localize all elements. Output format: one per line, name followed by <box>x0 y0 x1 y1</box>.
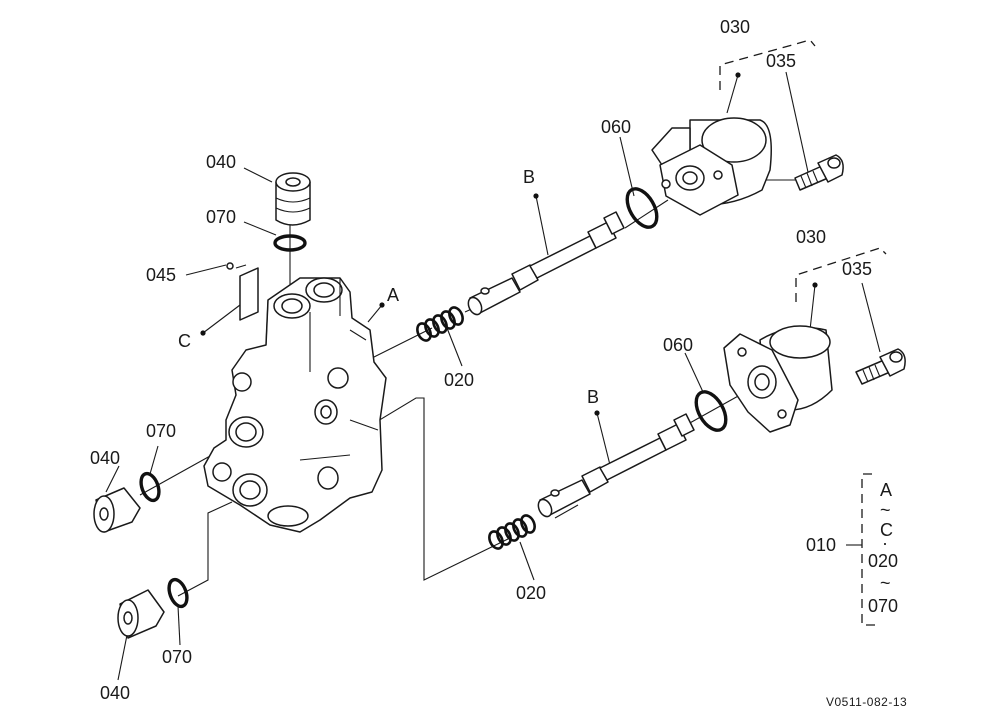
o-ring-070-top <box>273 234 307 252</box>
o-ring-070-bottom <box>167 577 189 609</box>
plug-040-bottom <box>117 589 165 639</box>
callout-045: 045 <box>146 265 177 285</box>
callout-c: C <box>178 331 191 351</box>
legend-line-020: 020 <box>868 551 899 571</box>
spool-bottom <box>537 413 695 518</box>
callout-040-bottom: 040 <box>100 683 131 703</box>
callout-030-top: 030 <box>720 17 751 37</box>
plug-040-left <box>93 487 141 533</box>
plug-040-top <box>275 172 311 226</box>
legend-line-c: C <box>880 520 893 540</box>
callout-b-mid: B <box>587 387 600 407</box>
bracket-010 <box>861 473 876 626</box>
spring-bottom <box>488 514 536 550</box>
legend-tilde-2: ~ <box>880 573 891 593</box>
bolt-mid <box>855 348 906 385</box>
legend-tilde-1: ~ <box>880 500 891 520</box>
o-ring-060-mid <box>694 390 728 432</box>
screw-045 <box>226 262 234 270</box>
name-plate-c <box>239 267 259 321</box>
callout-020-bottom: 020 <box>516 583 547 603</box>
callout-070-left: 070 <box>146 421 177 441</box>
legend-line-070: 070 <box>868 596 899 616</box>
o-ring-060-top <box>625 187 659 229</box>
callout-040-left: 040 <box>90 448 121 468</box>
bracket-030-top <box>719 39 816 90</box>
drawing-code: V0511-082-13 <box>826 695 908 709</box>
bracket-030-mid <box>795 247 887 302</box>
callout-b-top: B <box>523 167 536 187</box>
spring-top <box>416 306 464 342</box>
bolt-top <box>794 154 844 191</box>
legend-separator: · <box>882 533 888 553</box>
o-ring-070-left <box>139 471 161 503</box>
spool-top <box>467 211 625 316</box>
legend-line-a: A <box>880 480 893 500</box>
callout-leaders <box>105 71 881 681</box>
callout-a: A <box>387 285 400 305</box>
callout-060-mid: 060 <box>663 335 694 355</box>
solenoid-top <box>651 117 772 216</box>
callout-070-top: 070 <box>206 207 237 227</box>
callout-060-top: 060 <box>601 117 632 137</box>
callout-040-top: 040 <box>206 152 237 172</box>
callout-035-mid: 035 <box>842 259 873 279</box>
solenoid-mid <box>723 325 833 433</box>
callout-020-top: 020 <box>444 370 475 390</box>
leader-dots <box>200 72 818 416</box>
legend-010-label: 010 <box>806 535 837 555</box>
valve-body <box>203 277 387 533</box>
callout-070-bottom: 070 <box>162 647 193 667</box>
callout-030-mid: 030 <box>796 227 827 247</box>
callout-035-top: 035 <box>766 51 797 71</box>
